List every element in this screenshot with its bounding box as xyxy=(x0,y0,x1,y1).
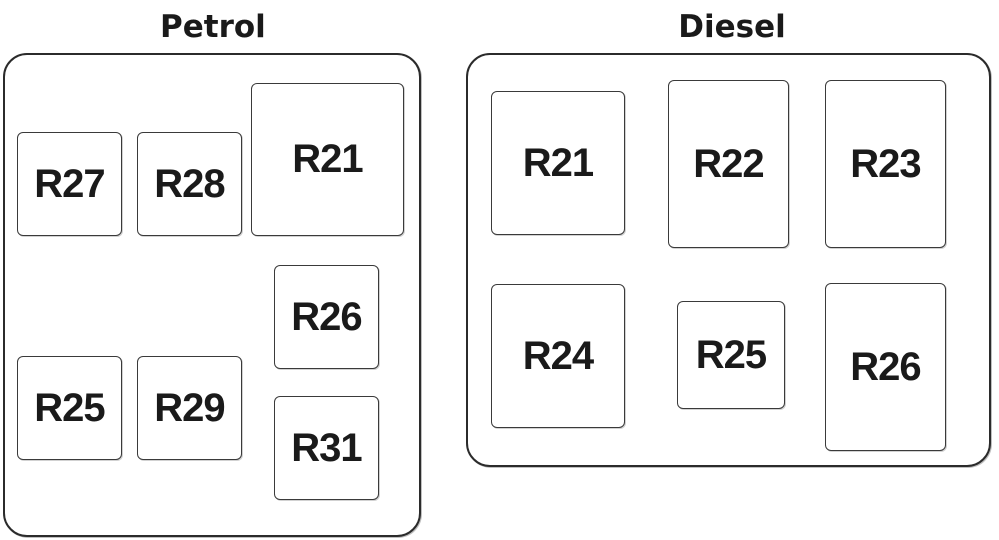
diesel-relay-r23: R23 xyxy=(825,80,946,248)
petrol-relay-r21: R21 xyxy=(251,83,404,236)
petrol-title: Petrol xyxy=(160,9,266,45)
diesel-title: Diesel xyxy=(678,9,786,45)
petrol-relay-r26: R26 xyxy=(274,265,379,369)
petrol-relay-r27: R27 xyxy=(17,132,122,236)
petrol-relay-r25: R25 xyxy=(17,356,122,460)
petrol-relay-r28: R28 xyxy=(137,132,242,236)
diesel-relay-r26: R26 xyxy=(825,283,946,451)
diesel-relay-r25: R25 xyxy=(677,301,785,409)
petrol-relay-r31: R31 xyxy=(274,396,379,500)
diesel-relay-r22: R22 xyxy=(668,80,789,248)
diesel-relay-r21: R21 xyxy=(491,91,625,235)
diesel-relay-r24: R24 xyxy=(491,284,625,428)
petrol-relay-r29: R29 xyxy=(137,356,242,460)
